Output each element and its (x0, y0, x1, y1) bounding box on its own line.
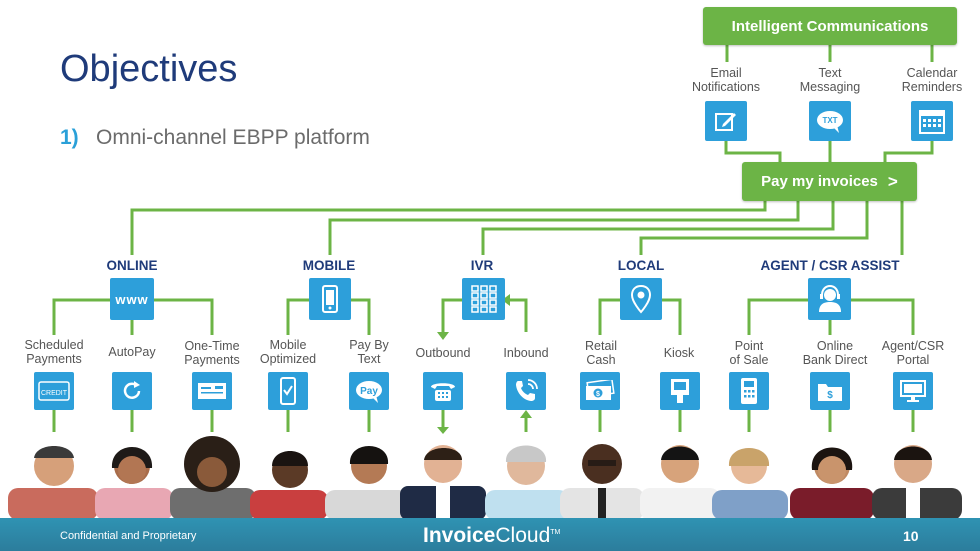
channel-online-header: ONLINE (106, 258, 158, 273)
bank-folder-icon-text: $ (827, 390, 833, 401)
www-icon-text: www (115, 291, 149, 307)
channel-local-header: LOCAL (617, 258, 665, 273)
page-number: 10 (903, 528, 919, 544)
person-9 (640, 445, 720, 520)
kiosk-label: Kiosk (663, 346, 695, 360)
outbound-label: Outbound (415, 346, 471, 360)
pay-my-invoices-label: Pay my invoices (761, 173, 878, 190)
map-pin-icon (620, 278, 662, 320)
scheduled-payments-label: Scheduled Payments (24, 338, 84, 366)
calendar-reminders-label: Calendar Reminders (901, 66, 963, 94)
mobile-optimized-label: Mobile Optimized (259, 338, 317, 366)
person-1 (8, 446, 98, 520)
channel-ivr-header: IVR (470, 258, 494, 273)
person-10 (712, 448, 788, 520)
person-6 (400, 445, 486, 520)
check-icon (192, 372, 232, 410)
person-2 (95, 447, 173, 520)
keypad-icon (462, 278, 505, 320)
logo-bold-text: Invoice (423, 524, 496, 547)
pos-terminal-icon (729, 372, 769, 410)
person-12 (872, 445, 962, 520)
page-title: Objectives (60, 48, 238, 90)
text-messaging-label: Text Messaging (799, 66, 861, 94)
txt-icon-text: TXT (822, 116, 837, 125)
intelligent-communications-box: Intelligent Communications (703, 7, 957, 45)
svg-text:$: $ (596, 391, 600, 398)
credit-card-icon-text: CREDIT (41, 390, 68, 397)
person-4 (250, 451, 328, 520)
smartphone-icon (309, 278, 351, 320)
objective-number: 1) (60, 126, 79, 149)
agent-csr-portal-label: Agent/CSR Portal (881, 339, 945, 367)
chevron-right-icon: > (887, 171, 898, 191)
autopay-label: AutoPay (108, 345, 156, 359)
www-icon: www (110, 278, 154, 320)
people-portraits (8, 436, 962, 520)
objective-text: Omni-channel EBPP platform (96, 126, 370, 149)
refresh-icon (112, 372, 152, 410)
footer-bar (0, 518, 980, 551)
email-edit-icon (705, 101, 747, 141)
bank-folder-icon: $ (810, 372, 850, 410)
channel-mobile-header: MOBILE (302, 258, 356, 273)
headset-agent-icon (808, 278, 851, 320)
retail-cash-label: Retail Cash (585, 339, 617, 367)
pay-bubble-icon: Pay (349, 372, 389, 410)
logo-tm: TM (550, 529, 561, 536)
person-7 (485, 445, 569, 520)
footer-confidential: Confidential and Proprietary (60, 530, 197, 542)
invoicecloud-logo: InvoiceCloudTM (423, 524, 560, 548)
credit-card-icon: CREDIT (34, 372, 74, 410)
calendar-icon (911, 101, 953, 141)
kiosk-icon (660, 372, 700, 410)
person-3 (170, 436, 256, 520)
monitor-icon (893, 372, 933, 410)
online-bank-direct-label: Online Bank Direct (802, 339, 868, 367)
pay-my-invoices-box: Pay my invoices > (742, 162, 917, 201)
desk-phone-icon (423, 372, 463, 410)
ringing-phone-icon (506, 372, 546, 410)
pay-icon-text: Pay (360, 386, 378, 397)
pay-by-text-label: Pay By Text (349, 338, 389, 366)
phone-check-icon (268, 372, 308, 410)
point-of-sale-label: Point of Sale (729, 339, 769, 367)
one-time-payments-label: One-Time Payments (184, 339, 240, 367)
logo-light-text: Cloud (495, 524, 551, 547)
person-5 (325, 446, 409, 520)
cash-icon: $ (580, 372, 620, 410)
txt-bubble-icon: TXT (809, 101, 851, 141)
person-8 (560, 444, 644, 520)
channel-agent-header: AGENT / CSR ASSIST (760, 258, 900, 273)
inbound-label: Inbound (503, 346, 549, 360)
email-notifications-label: Email Notifications (691, 66, 761, 94)
person-11 (790, 447, 874, 520)
